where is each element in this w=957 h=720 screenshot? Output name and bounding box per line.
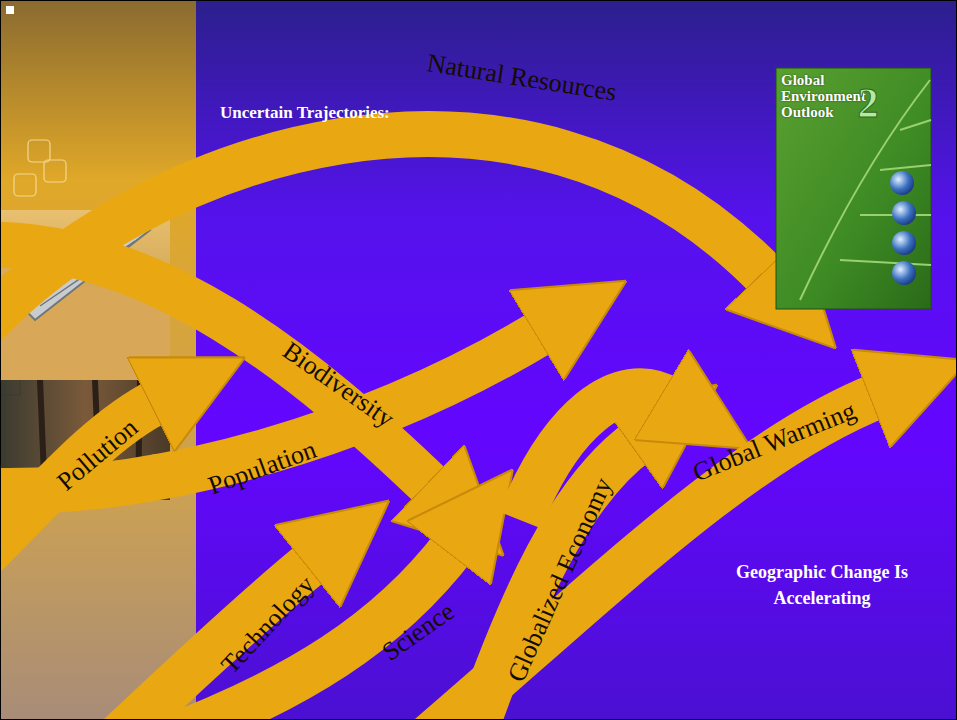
book-number: 2 — [858, 82, 879, 124]
corner-mark — [6, 6, 14, 14]
trajectory-arrows — [0, 134, 880, 720]
book-cover — [776, 68, 931, 309]
side-strip — [0, 0, 196, 720]
pollution-arrow — [0, 400, 160, 560]
slide-title: Uncertain Trajectories: — [220, 103, 390, 123]
natural-resources-arrow — [0, 134, 770, 340]
global-warming-arrow — [420, 395, 880, 720]
slide-caption: Geographic Change Is Accelerating — [727, 559, 917, 611]
